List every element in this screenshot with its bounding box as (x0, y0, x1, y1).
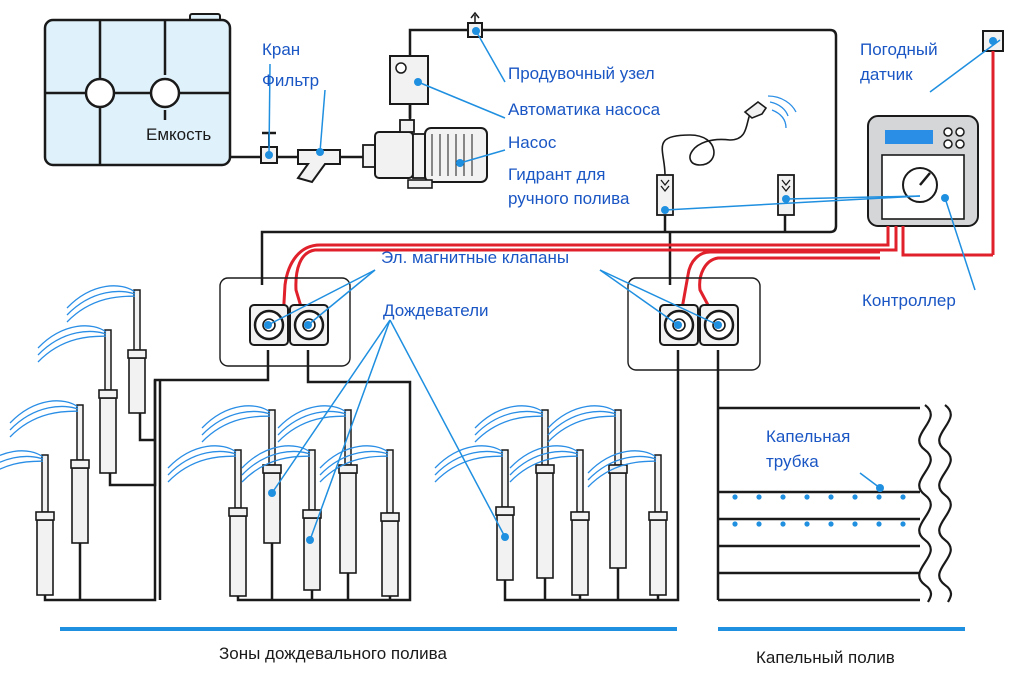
valve-label: Кран (262, 40, 300, 59)
zone-captions: Зоны дождевального полива Капельный поли… (60, 627, 965, 667)
drip-emitter (780, 521, 786, 527)
sprinkler-11 (474, 405, 555, 579)
purge-label: Продувочный узел (508, 64, 655, 83)
filter (296, 149, 341, 184)
drip-area-edge (918, 404, 933, 603)
sprinkler-12 (509, 445, 590, 596)
pump (362, 119, 488, 189)
sprinkler-10 (434, 445, 515, 581)
weather-sensor (982, 30, 1004, 255)
sprinklers (0, 285, 668, 597)
pump-label: Насос (508, 133, 557, 152)
weather-sensor-label-1: Погодный (860, 40, 938, 59)
drip-tube-label-2: трубка (766, 452, 819, 471)
sprinkler-2 (9, 400, 90, 544)
pointer-lines (264, 27, 1001, 544)
drip-emitter (780, 494, 786, 500)
solenoid-valves-label: Эл. магнитные клапаны (381, 248, 569, 267)
hydrant-label-2: ручного полива (508, 189, 630, 208)
control-wires (281, 226, 993, 321)
drip-emitter (732, 494, 738, 500)
controller (867, 115, 979, 227)
drip-emitter (804, 521, 810, 527)
labels: Кран Фильтр Продувочный узел Автоматика … (262, 40, 956, 471)
controller-label: Контроллер (862, 291, 956, 310)
sprinklers-label: Дождеватели (383, 301, 489, 320)
drip-zone-label: Капельный полив (756, 648, 895, 667)
sprinkler-7 (241, 445, 322, 591)
drip-emitter (828, 521, 834, 527)
drip-emitter (756, 521, 762, 527)
sprinkler-14 (587, 450, 668, 596)
sprinkler-6 (201, 405, 282, 544)
drip-emitter (900, 494, 906, 500)
drip-emitter (756, 494, 762, 500)
filter-label: Фильтр (262, 71, 319, 90)
pump-automation (389, 55, 429, 105)
hydrant-label-1: Гидрант для (508, 165, 606, 184)
drip-emitter (732, 521, 738, 527)
drip-emitter (804, 494, 810, 500)
pump-automation-label: Автоматика насоса (508, 100, 661, 119)
sprinkler-3 (37, 325, 118, 474)
sprinkler-5 (167, 445, 248, 597)
drip-emitter (828, 494, 834, 500)
sprinkler-1 (0, 450, 55, 596)
drip-emitter (876, 521, 882, 527)
sprinkler-4 (66, 285, 147, 414)
drip-emitters (732, 494, 906, 527)
hydrant-hose (656, 95, 797, 216)
sprinkler-13 (547, 405, 628, 569)
sprinkler-zone-label: Зоны дождевального полива (219, 644, 447, 663)
water-tank: Емкость (43, 13, 232, 167)
weather-sensor-label-2: датчик (860, 65, 913, 84)
sprinkler-9 (319, 445, 400, 597)
drip-emitter (876, 494, 882, 500)
drip-tube-label-1: Капельная (766, 427, 850, 446)
drip-emitter (900, 521, 906, 527)
tank-label: Емкость (146, 125, 211, 144)
drip-emitter (852, 494, 858, 500)
drip-emitter (852, 521, 858, 527)
